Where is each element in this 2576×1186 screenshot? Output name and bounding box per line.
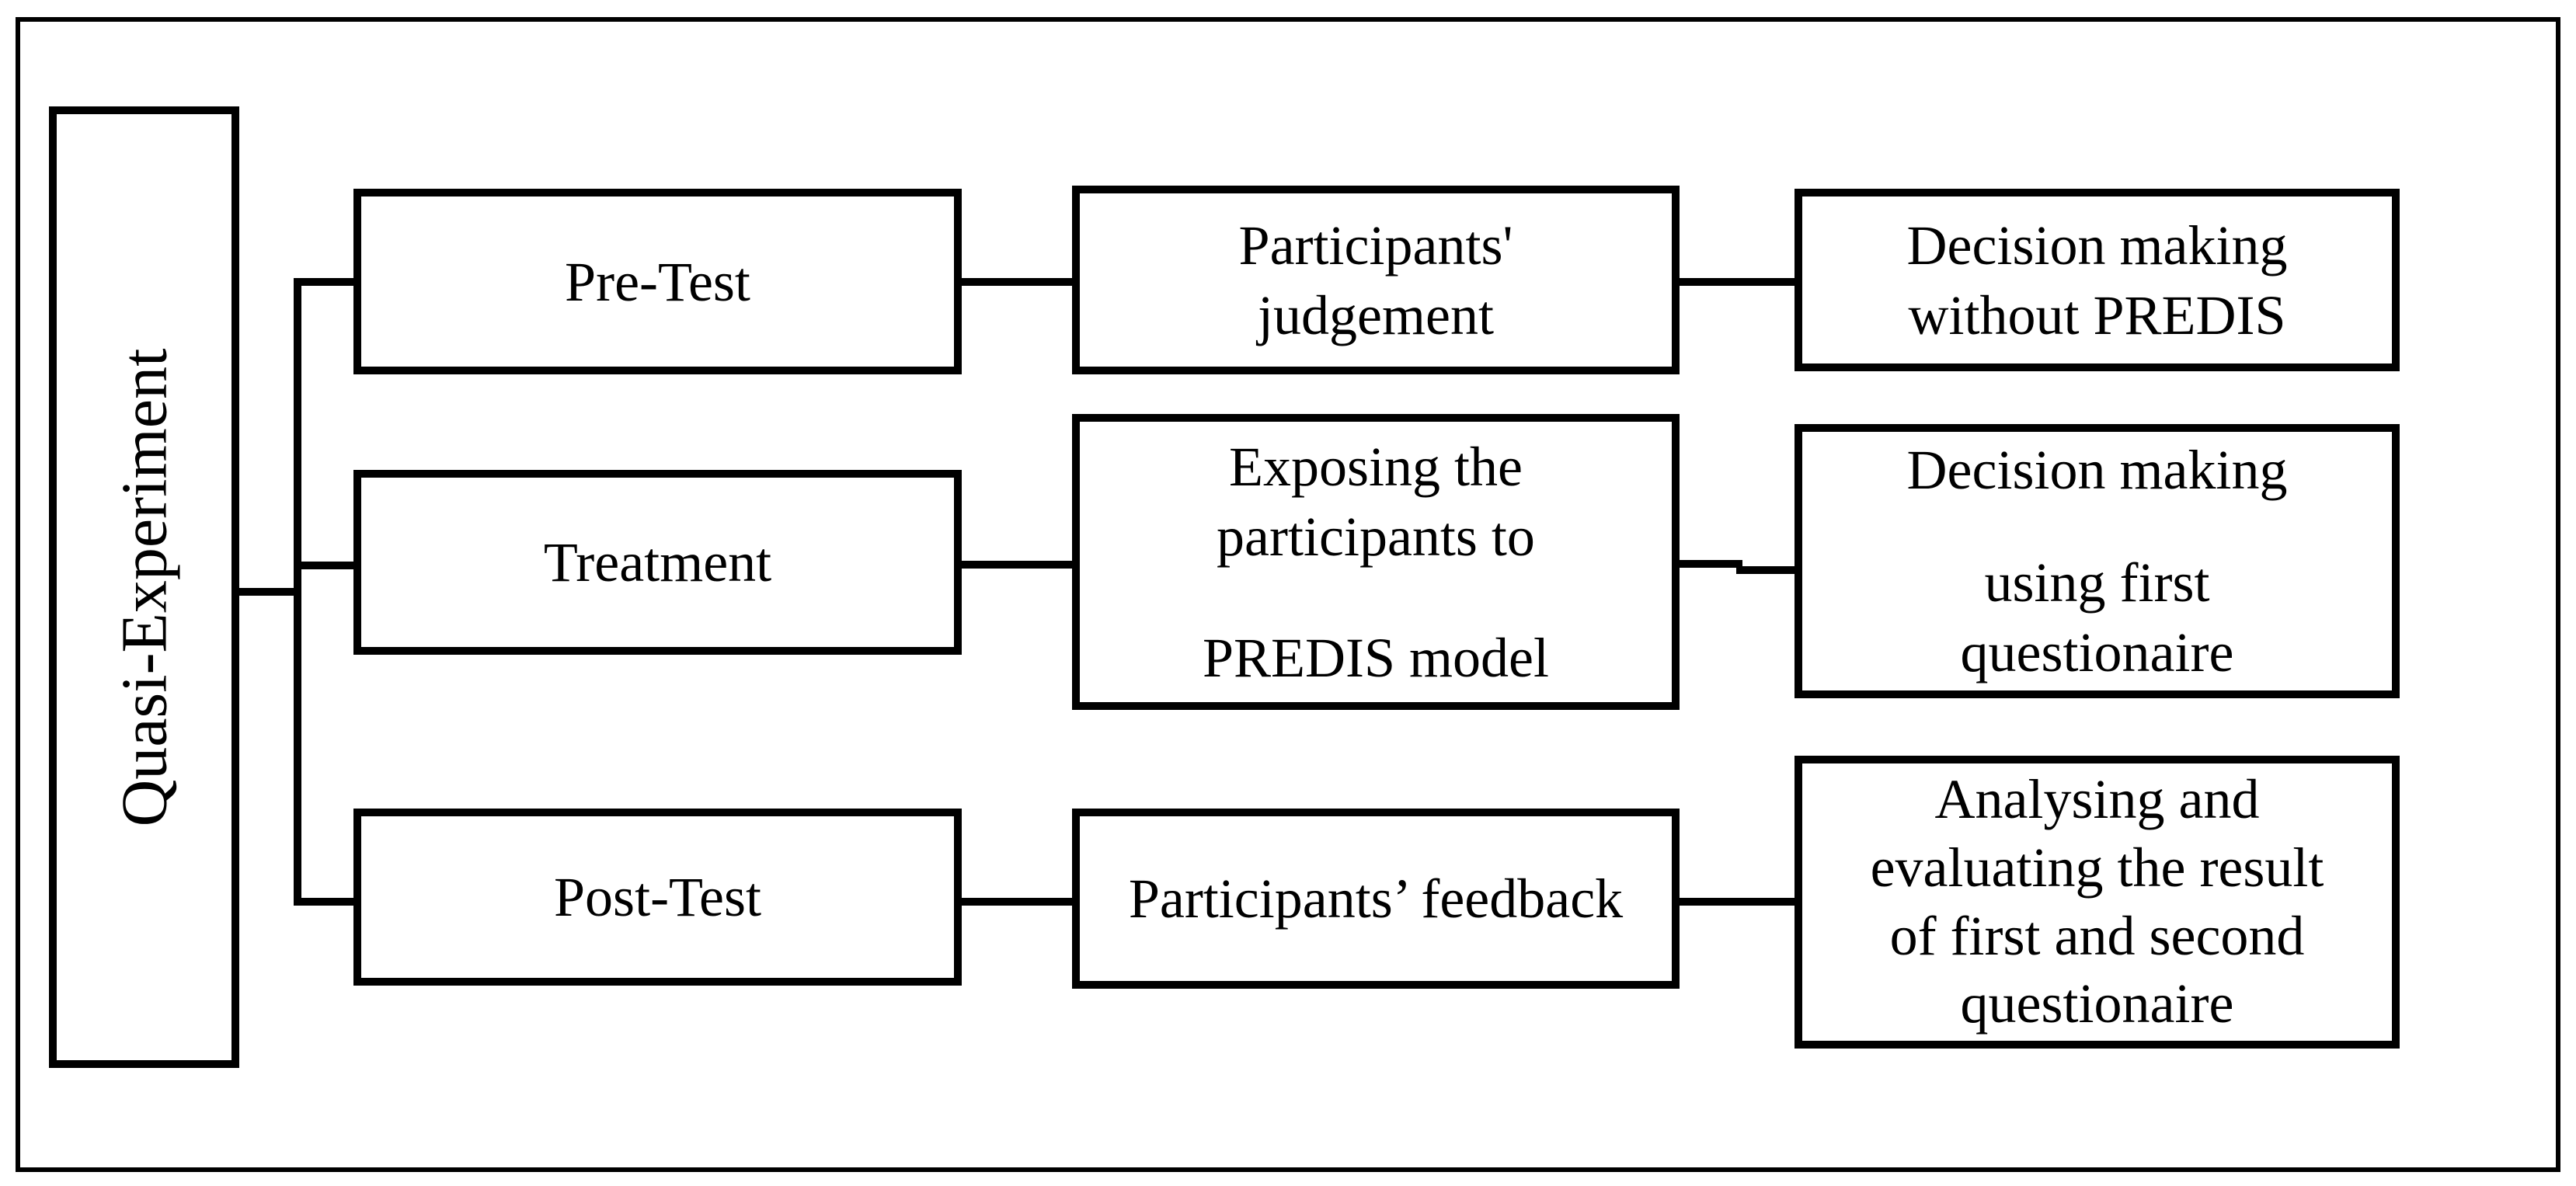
decision-first-questionaire-label: Decision making using first questionaire [1907,435,2288,687]
connector-branch-treatment [298,562,357,569]
decision-without-predis-box: Decision making without PREDIS [1794,189,2400,371]
label-line: judgement [1258,283,1494,346]
connector-feedback-to-analysing [1676,898,1798,906]
label-line: Analysing and [1934,767,2260,830]
connector-trunk [294,278,301,906]
label-line: Participants’ feedback [1128,868,1624,930]
quasi-experiment-box: Quasi-Experiment [49,106,239,1068]
connector-root-stub [235,588,300,596]
connector-exposing-to-decision-seg1 [1676,560,1742,568]
connector-branch-pre-test [298,278,357,286]
connector-exposing-to-decision-seg2 [1736,566,1798,574]
pre-test-box: Pre-Test [353,189,962,374]
label-line: Exposing the [1229,435,1523,498]
exposing-participants-box: Exposing the participants to PREDIS mode… [1072,414,1680,710]
pre-test-label: Pre-Test [565,247,750,317]
decision-first-questionaire-box: Decision making using first questionaire [1794,424,2400,698]
connector-pretest-to-judgement [959,278,1076,286]
outer-frame [16,17,2560,1172]
label-line: Pre-Test [565,250,750,313]
label-line: evaluating the result [1870,836,2324,899]
label-line: of first and second [1889,904,2305,967]
label-line: Treatment [543,531,772,593]
label-line: questionaire [1960,621,2234,683]
label-line: without PREDIS [1908,283,2286,346]
treatment-box: Treatment [353,470,962,655]
participants-judgement-box: Participants' judgement [1072,186,1680,374]
post-test-label: Post-Test [554,862,761,932]
connector-judgement-to-decision [1676,278,1798,286]
decision-without-predis-label: Decision making without PREDIS [1907,210,2288,350]
label-line: Decision making [1906,214,2288,277]
post-test-box: Post-Test [353,809,962,986]
exposing-participants-label: Exposing the participants to PREDIS mode… [1203,432,1549,693]
connector-branch-post-test [298,898,357,906]
label-line: Participants' [1238,214,1513,277]
label-line: using first [1984,551,2210,614]
connector-posttest-to-feedback [959,898,1076,906]
participants-feedback-box: Participants’ feedback [1072,809,1680,989]
participants-feedback-label: Participants’ feedback [1129,864,1623,934]
label-line: Decision making [1906,439,2288,501]
participants-judgement-label: Participants' judgement [1239,210,1513,350]
analysing-evaluating-label: Analysing and evaluating the result of f… [1871,766,2324,1038]
treatment-label: Treatment [544,527,771,597]
label-line: PREDIS model [1202,626,1550,689]
analysing-evaluating-box: Analysing and evaluating the result of f… [1794,756,2400,1049]
label-line: questionaire [1960,972,2234,1035]
quasi-experiment-label: Quasi-Experiment [108,348,180,826]
label-line: participants to [1217,505,1535,568]
label-line: Post-Test [554,866,761,928]
connector-treatment-to-exposing [959,561,1076,569]
